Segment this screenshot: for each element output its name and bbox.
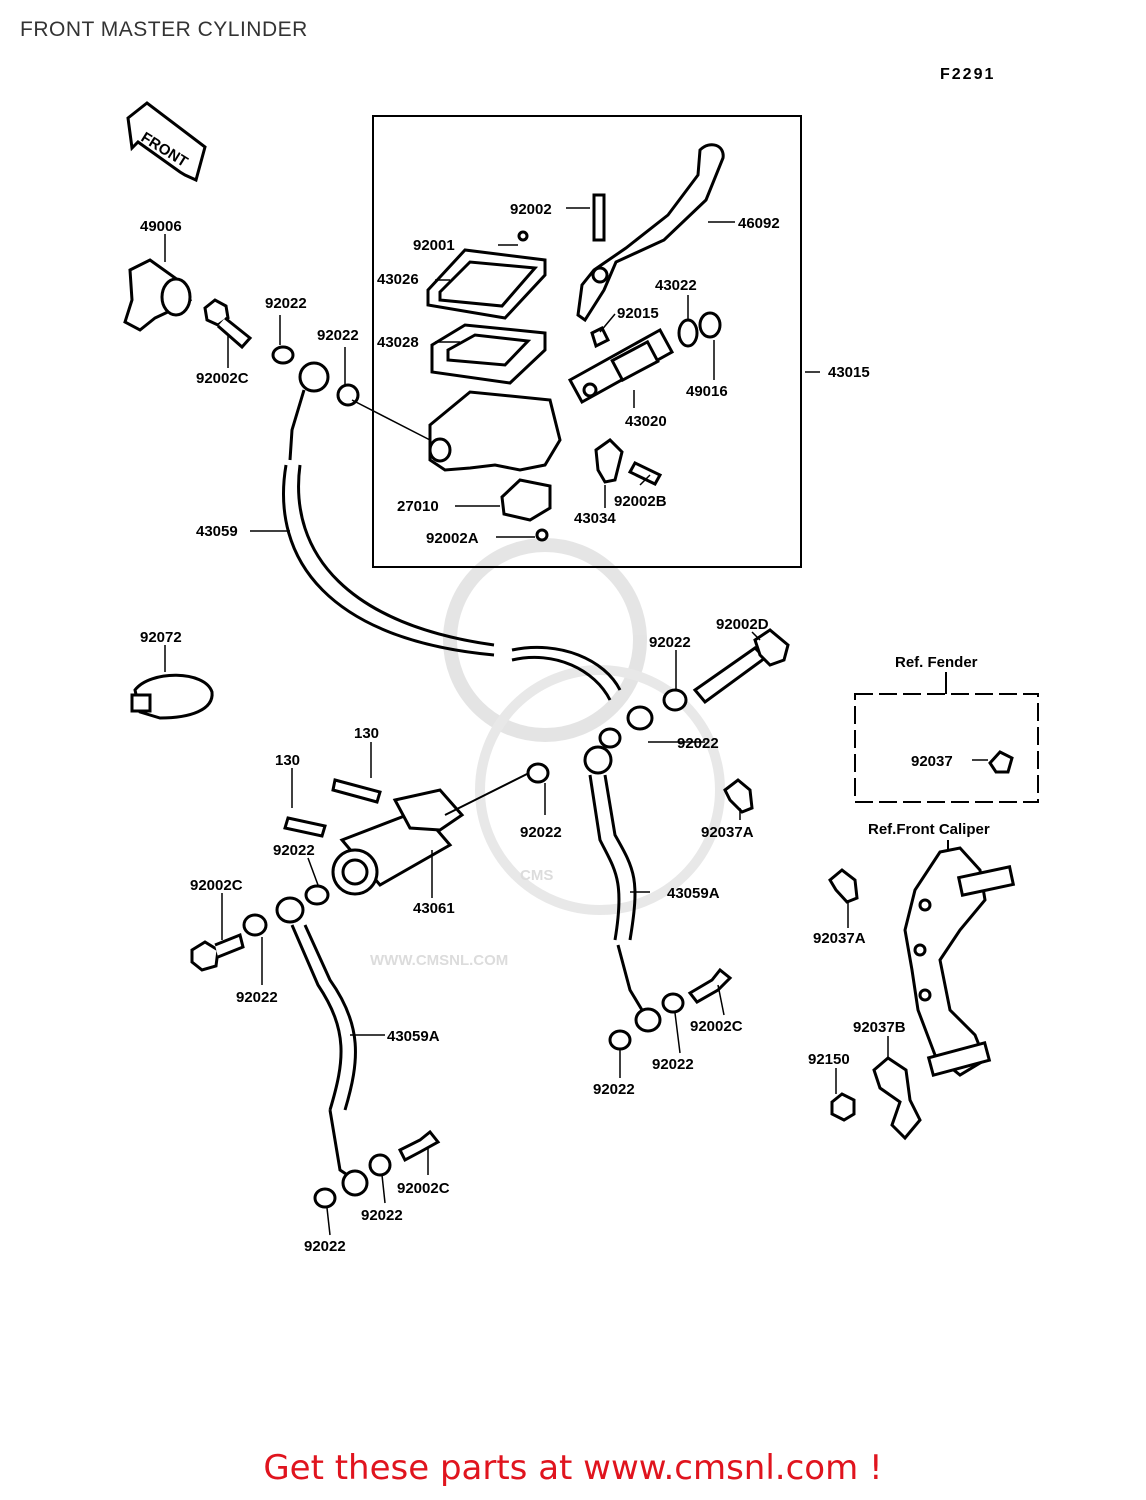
callout-92037: 92037 [911,753,953,770]
callout-46092: 46092 [738,215,780,232]
callout-92022: 92022 [265,295,307,312]
callout-92022: 92022 [236,989,278,1006]
front-arrow: FRONT [126,101,207,183]
part-banjo-bolt-92002d [598,628,790,749]
callout-43034: 43034 [574,510,616,527]
callout-92037a: 92037A [701,824,754,841]
callout-92002d: 92002D [716,616,769,633]
callout-92002: 92002 [510,201,552,218]
callout-43015: 43015 [828,364,870,381]
callout-92022: 92022 [649,634,691,651]
callout-92022: 92022 [520,824,562,841]
footer-cta-link[interactable]: Get these parts at www.cmsnl.com ! [263,1448,883,1488]
part-clamp-92072 [130,673,214,720]
callout-43059a: 43059A [387,1028,440,1045]
part-hose-43059 [282,361,654,731]
part-clips-92037 [723,750,1014,1141]
callout-92002c: 92002C [397,1180,450,1197]
part-switch-27010 [500,478,552,542]
callout-130: 130 [275,752,300,769]
part-hose-43059a-mid [583,745,733,1051]
watermark-url: WWW.CMSNL.COM [370,952,508,969]
callout-43022: 43022 [655,277,697,294]
callout-92022: 92022 [273,842,315,859]
part-hose-43059a-left [190,896,441,1209]
callout-49016: 49016 [686,383,728,400]
callout-49006: 49006 [140,218,182,235]
front-arrow-label: FRONT [138,129,191,171]
callout-92001: 92001 [413,237,455,254]
part-diaphragm-43028 [430,323,547,385]
watermark-brand: CMS [520,867,553,884]
callout-92002c: 92002C [690,1018,743,1035]
leader-lines [164,207,988,1236]
callout-92022: 92022 [317,327,359,344]
callout-92072: 92072 [140,629,182,646]
parts-diagram: CMS WWW.CMSNL.COM FRONT Ref. Fender Ref.… [123,101,1039,1255]
callout-92002a: 92002A [426,530,479,547]
callout-92150: 92150 [808,1051,850,1068]
callout-43020: 43020 [625,413,667,430]
part-lever-46092 [576,143,725,323]
watermark: CMS WWW.CMSNL.COM [370,538,725,969]
page-title: FRONT MASTER CYLINDER [20,18,308,41]
part-piston-43020 [567,327,675,405]
callout-92015: 92015 [617,305,659,322]
callout-92002c: 92002C [196,370,249,387]
callout-130: 130 [354,725,379,742]
callout-92002c: 92002C [190,877,243,894]
part-joint-43061 [283,762,550,906]
assembly-box-43015 [372,115,802,568]
callout-43061: 43061 [413,900,455,917]
part-reservoir-cap-43026 [426,248,547,320]
callout-92022: 92022 [677,735,719,752]
ref-fender-title: Ref. Fender [895,654,978,671]
part-caliper-bracket [903,846,1016,1078]
callout-92022: 92022 [361,1207,403,1224]
part-banjo-cover-49006 [123,258,193,332]
callout-92037a: 92037A [813,930,866,947]
part-master-cylinder-body [428,390,562,472]
callout-92037b: 92037B [853,1019,906,1036]
callout-43026: 43026 [377,271,419,288]
callout-92022: 92022 [304,1238,346,1255]
callout-43028: 43028 [377,334,419,351]
callout-92022: 92022 [652,1056,694,1073]
callout-92022: 92022 [593,1081,635,1098]
callout-27010: 27010 [397,498,439,515]
callout-labels: 49006 92022 92002C 92022 92002 46092 920… [140,201,953,1255]
ref-caliper-title: Ref.Front Caliper [868,821,990,838]
figure-code: F2291 [940,66,996,83]
callout-92002b: 92002B [614,493,667,510]
callout-43059: 43059 [196,523,238,540]
callout-43059a: 43059A [667,885,720,902]
ref-fender-box [854,693,1039,803]
part-holder-43034 [594,438,663,486]
